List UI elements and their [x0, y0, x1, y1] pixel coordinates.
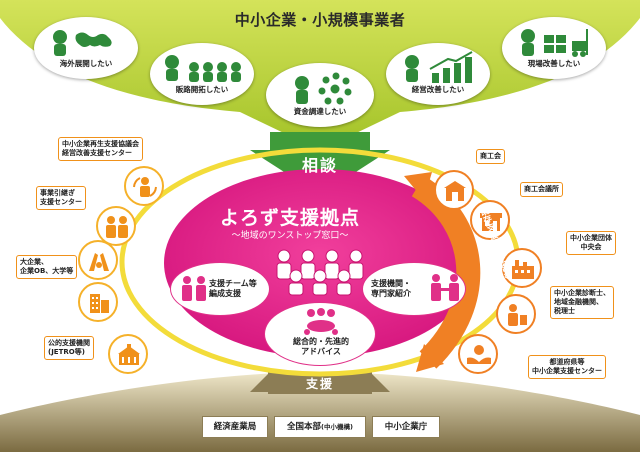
- meeting-table-icon: [304, 308, 338, 335]
- need-workplace: 現場改善したい: [502, 17, 606, 79]
- team-icon: [182, 276, 206, 301]
- function-team-building: 支援チーム等 編成支援: [170, 262, 270, 316]
- hub-title: よろず支援拠点: [219, 207, 360, 229]
- world-map-icon: [53, 30, 112, 56]
- gov-label: 中小企業庁: [384, 422, 428, 432]
- two-people-icon: [106, 216, 128, 238]
- storefront-icon: [480, 213, 502, 231]
- recycle-person-icon: [133, 177, 157, 197]
- advisor-group-icon: [276, 249, 364, 296]
- partner-federation: [502, 248, 542, 288]
- need-label: 経営改善したい: [411, 85, 465, 94]
- partner-label-succession: 事業引継ぎ 支援センター: [36, 186, 86, 211]
- gov-bureau: 経済産業局: [202, 416, 268, 438]
- partner-revitalization: [124, 166, 164, 206]
- growth-chart-icon: [405, 51, 473, 83]
- gov-agency: 中小企業庁: [372, 416, 440, 438]
- gov-sub-label: (中小機構): [321, 423, 353, 431]
- need-label: 販路開拓したい: [175, 85, 229, 94]
- partner-label-corporations: 大企業、 企業OB、大学等: [16, 255, 78, 280]
- helping-hands-icon: [467, 345, 491, 364]
- shop-icon: [444, 181, 466, 201]
- hub-subtitle: 〜地域のワンストップ窓口〜: [231, 231, 349, 241]
- need-label: 海外展開したい: [59, 59, 113, 68]
- support-label: 支援: [305, 377, 334, 391]
- function-label: 総合的・先進的 アドバイス: [293, 337, 349, 356]
- shoppers-icon: [165, 55, 241, 82]
- partner-chamber: [470, 200, 510, 240]
- partner-label-federation: 中小企業団体 中央会: [566, 231, 616, 256]
- page-title: 中小企業・小規模事業者: [234, 11, 406, 29]
- partner-advisors: [496, 294, 536, 334]
- need-label: 資金調達したい: [293, 107, 347, 116]
- gov-label: 全国本部: [287, 422, 322, 432]
- advisor-icon: [508, 304, 527, 326]
- partner-label-advisors: 中小企業診断士、 地域金融機関、 税理士: [550, 286, 614, 320]
- need-overseas: 海外展開したい: [34, 17, 138, 79]
- coin-ring-icon: [295, 72, 352, 105]
- need-funding: 資金調達したい: [266, 63, 374, 127]
- partner-label-revitalization: 中小企業再生支援協議会 経営改善支援センター: [58, 137, 143, 162]
- factory-icon: [512, 260, 534, 279]
- government-building-icon: [118, 344, 140, 365]
- consult-label: 相談: [301, 156, 338, 175]
- hands-up-icon: [89, 253, 109, 271]
- partner-label-public-agency: 公的支援機関 (JETRO等): [44, 336, 94, 361]
- function-advice: 総合的・先進的 アドバイス: [264, 302, 376, 366]
- partner-prefecture: [458, 334, 498, 374]
- partner-public-agency: [78, 282, 118, 322]
- partner-succession: [96, 206, 136, 246]
- consult-arrow: [250, 132, 390, 195]
- need-sales: 販路開拓したい: [150, 43, 254, 105]
- partner-government-building: [108, 334, 148, 374]
- partner-label-commerce-society: 商工会: [476, 149, 505, 165]
- function-label: 支援機関・ 専門家紹介: [371, 279, 411, 298]
- function-label: 支援チーム等 編成支援: [209, 279, 257, 298]
- partner-label-prefecture: 都道府県等 中小企業支援センター: [528, 355, 606, 380]
- base-band: [0, 372, 640, 452]
- handshake-icon: [431, 274, 459, 301]
- function-referral: 支援機関・ 専門家紹介: [362, 262, 466, 316]
- forklift-icon: [521, 29, 588, 57]
- office-building-icon: [90, 294, 109, 313]
- partner-corporations: [78, 240, 118, 280]
- gov-label: 経済産業局: [213, 422, 257, 432]
- gov-headquarters: 全国本部(中小機構): [274, 416, 366, 438]
- partner-label-chamber: 商工会議所: [520, 182, 563, 198]
- need-management: 経営改善したい: [386, 43, 490, 105]
- need-label: 現場改善したい: [527, 59, 581, 68]
- partner-commerce-society: [434, 170, 474, 210]
